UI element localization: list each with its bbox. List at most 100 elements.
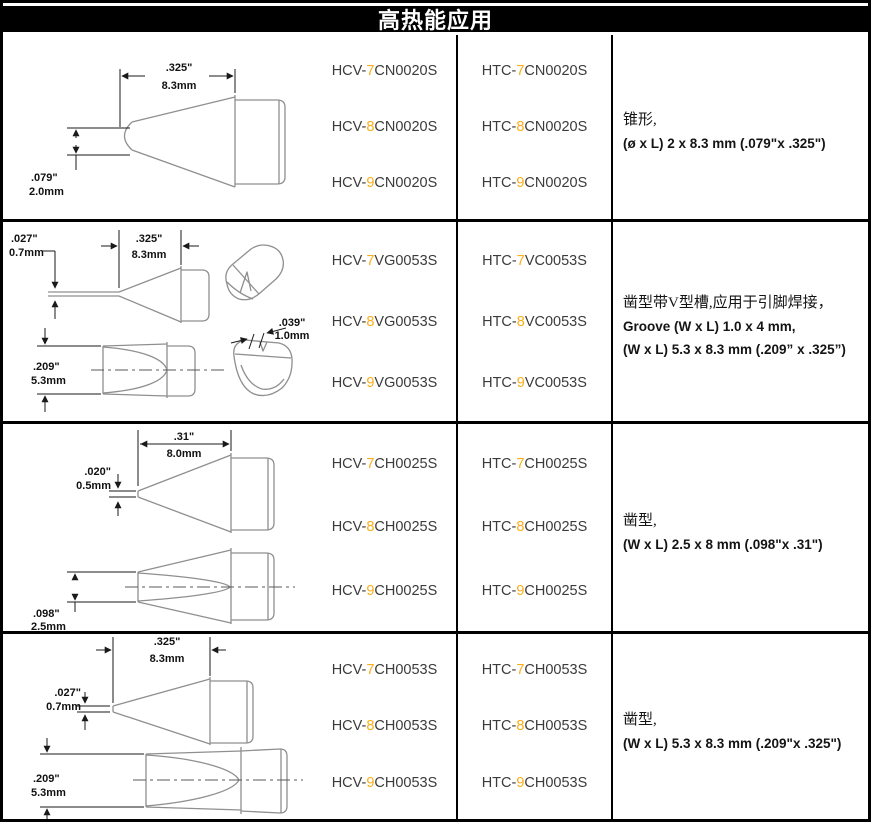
part-number: HTC-9CH0053S	[482, 775, 588, 791]
part-suffix: CN0020S	[524, 63, 588, 79]
part-number: HCV-7CH0025S	[332, 456, 438, 472]
hcv-column-row4: HCV-7CH0053S HCV-8CH0053S HCV-9CH0053S	[313, 631, 456, 819]
description-line: 凿型,	[623, 512, 657, 529]
dim-width-mm: 5.3mm	[31, 375, 66, 387]
part-number: HCV-8CH0053S	[332, 718, 438, 734]
part-number: HTC-9CN0020S	[482, 175, 588, 191]
part-number: HTC-8CH0025S	[482, 519, 588, 535]
description-row4: 凿型, (W x L) 5.3 x 8.3 mm (.209"x .325")	[611, 631, 868, 819]
part-prefix: HTC-	[481, 718, 517, 735]
part-series-digit: 9	[366, 583, 375, 600]
description-row1: 锥形, (ø x L) 2 x 8.3 mm (.079"x .325")	[611, 35, 868, 219]
part-series-digit: 7	[516, 63, 525, 79]
dimension-lines	[37, 230, 287, 412]
part-prefix: HCV-	[331, 313, 367, 330]
part-series-digit: 8	[516, 519, 525, 536]
dim-length-mm: 8.3mm	[132, 249, 167, 261]
part-suffix: CH0053S	[374, 662, 438, 679]
part-prefix: HTC-	[482, 374, 517, 391]
dim-tip-mm: 0.5mm	[76, 480, 111, 492]
conical-tip-drawing: .325" 8.3mm .079" 2.0mm	[29, 62, 286, 198]
drawing-cell-row2: .027" 0.7mm .325" 8.3mm .209" 5.3mm .039…	[3, 219, 313, 421]
part-prefix: HCV-	[331, 252, 367, 269]
part-series-digit: 8	[366, 119, 375, 135]
hcv-column-row1: HCV-7CN0020S HCV-8CN0020S HCV-9CN0020S	[313, 35, 456, 219]
part-suffix: CH0053S	[524, 774, 588, 791]
part-number: HCV-7CN0020S	[332, 63, 438, 79]
description-line: (ø x L) 2 x 8.3 mm (.079"x .325")	[623, 136, 826, 151]
dim-tip-mm: 2.0mm	[29, 186, 64, 198]
tip-outline	[48, 244, 293, 398]
part-prefix: HCV-	[331, 662, 367, 679]
htc-column-row4: HTC-7CH0053S HTC-8CH0053S HTC-9CH0053S	[456, 631, 611, 819]
part-prefix: HTC-	[481, 455, 517, 472]
description-row2: 凿型带V型槽,应用于引脚焊接， Groove (W x L) 1.0 x 4 m…	[611, 219, 868, 421]
description-line: 凿型,	[623, 711, 657, 728]
part-number: HTC-7CN0020S	[482, 63, 588, 79]
dim-length-in: .325"	[166, 62, 193, 74]
part-suffix: CN0020S	[374, 175, 438, 191]
page-title: 高热能应用	[3, 6, 868, 33]
part-suffix: CH0025S	[524, 583, 588, 600]
part-prefix: HCV-	[331, 455, 367, 472]
dim-tip-mm: 0.7mm	[9, 247, 44, 259]
part-prefix: HTC-	[481, 119, 517, 135]
tip-outline	[123, 95, 286, 188]
part-suffix: CN0020S	[524, 175, 588, 191]
part-number: HCV-7CH0053S	[332, 662, 438, 678]
dim-width-in: .209"	[33, 773, 60, 785]
part-suffix: VC0053S	[524, 252, 587, 269]
part-number: HCV-9CN0020S	[332, 175, 438, 191]
part-series-digit: 7	[516, 252, 525, 269]
part-number: HTC-9VC0053S	[482, 375, 587, 391]
part-suffix: CH0025S	[524, 455, 588, 472]
part-number: HTC-7CH0053S	[482, 662, 588, 678]
dim-tip-mm: 0.7mm	[46, 701, 81, 713]
part-prefix: HCV-	[331, 774, 367, 791]
dim-tip-in: .020"	[84, 466, 111, 478]
chisel-tip-drawing: .325" 8.3mm .027" 0.7mm .209" 5.3mm	[31, 636, 303, 819]
dim-width-mm: 2.5mm	[31, 621, 66, 631]
dimension-lines	[67, 69, 236, 170]
part-series-digit: 9	[516, 374, 525, 391]
part-number: HTC-8CN0020S	[482, 119, 588, 135]
dim-length-mm: 8.0mm	[167, 448, 202, 460]
part-prefix: HTC-	[481, 519, 517, 536]
htc-column-row2: HTC-7VC0053S HTC-8VC0053S HTC-9VC0053S	[456, 219, 611, 421]
part-suffix: CH0053S	[524, 662, 588, 679]
product-table: .325" 8.3mm .079" 2.0mm HCV-7CN0020S HCV…	[3, 35, 868, 819]
dim-tip-in: .027"	[54, 687, 81, 699]
part-series-digit: 7	[366, 662, 375, 679]
part-series-digit: 9	[366, 374, 375, 391]
part-series-digit: 9	[366, 774, 375, 791]
part-suffix: CH0025S	[374, 583, 438, 600]
part-suffix: CN0020S	[524, 119, 588, 135]
tip-outline	[112, 677, 288, 814]
drawing-cell-row3: .31" 8.0mm .020" 0.5mm .098" 2.5mm	[3, 421, 313, 631]
part-prefix: HTC-	[482, 252, 517, 269]
part-number: HCV-7VG0053S	[332, 253, 438, 269]
dim-length-mm: 8.3mm	[162, 80, 197, 92]
part-suffix: CH0053S	[524, 718, 588, 735]
dimension-lines	[67, 430, 232, 612]
dim-tip-in: .027"	[11, 233, 38, 245]
drawing-cell-row4: .325" 8.3mm .027" 0.7mm .209" 5.3mm	[3, 631, 313, 819]
dim-groove-mm: 1.0mm	[275, 330, 310, 342]
part-prefix: HCV-	[331, 63, 367, 79]
part-prefix: HCV-	[331, 519, 367, 536]
part-number: HCV-8CN0020S	[332, 119, 438, 135]
part-prefix: HTC-	[481, 662, 517, 679]
part-suffix: VC0053S	[524, 313, 587, 330]
part-suffix: VC0053S	[524, 374, 587, 391]
hcv-column-row2: HCV-7VG0053S HCV-8VG0053S HCV-9VG0053S	[313, 219, 456, 421]
part-number: HTC-9CH0025S	[482, 583, 588, 599]
part-suffix: CN0020S	[374, 63, 438, 79]
part-suffix: CH0053S	[374, 718, 438, 735]
part-suffix: VG0053S	[374, 313, 438, 330]
dimension-lines	[40, 637, 226, 819]
part-prefix: HCV-	[331, 718, 367, 735]
dim-length-in: .325"	[154, 636, 181, 648]
part-prefix: HCV-	[331, 583, 367, 600]
dim-length-in: .325"	[136, 233, 163, 245]
